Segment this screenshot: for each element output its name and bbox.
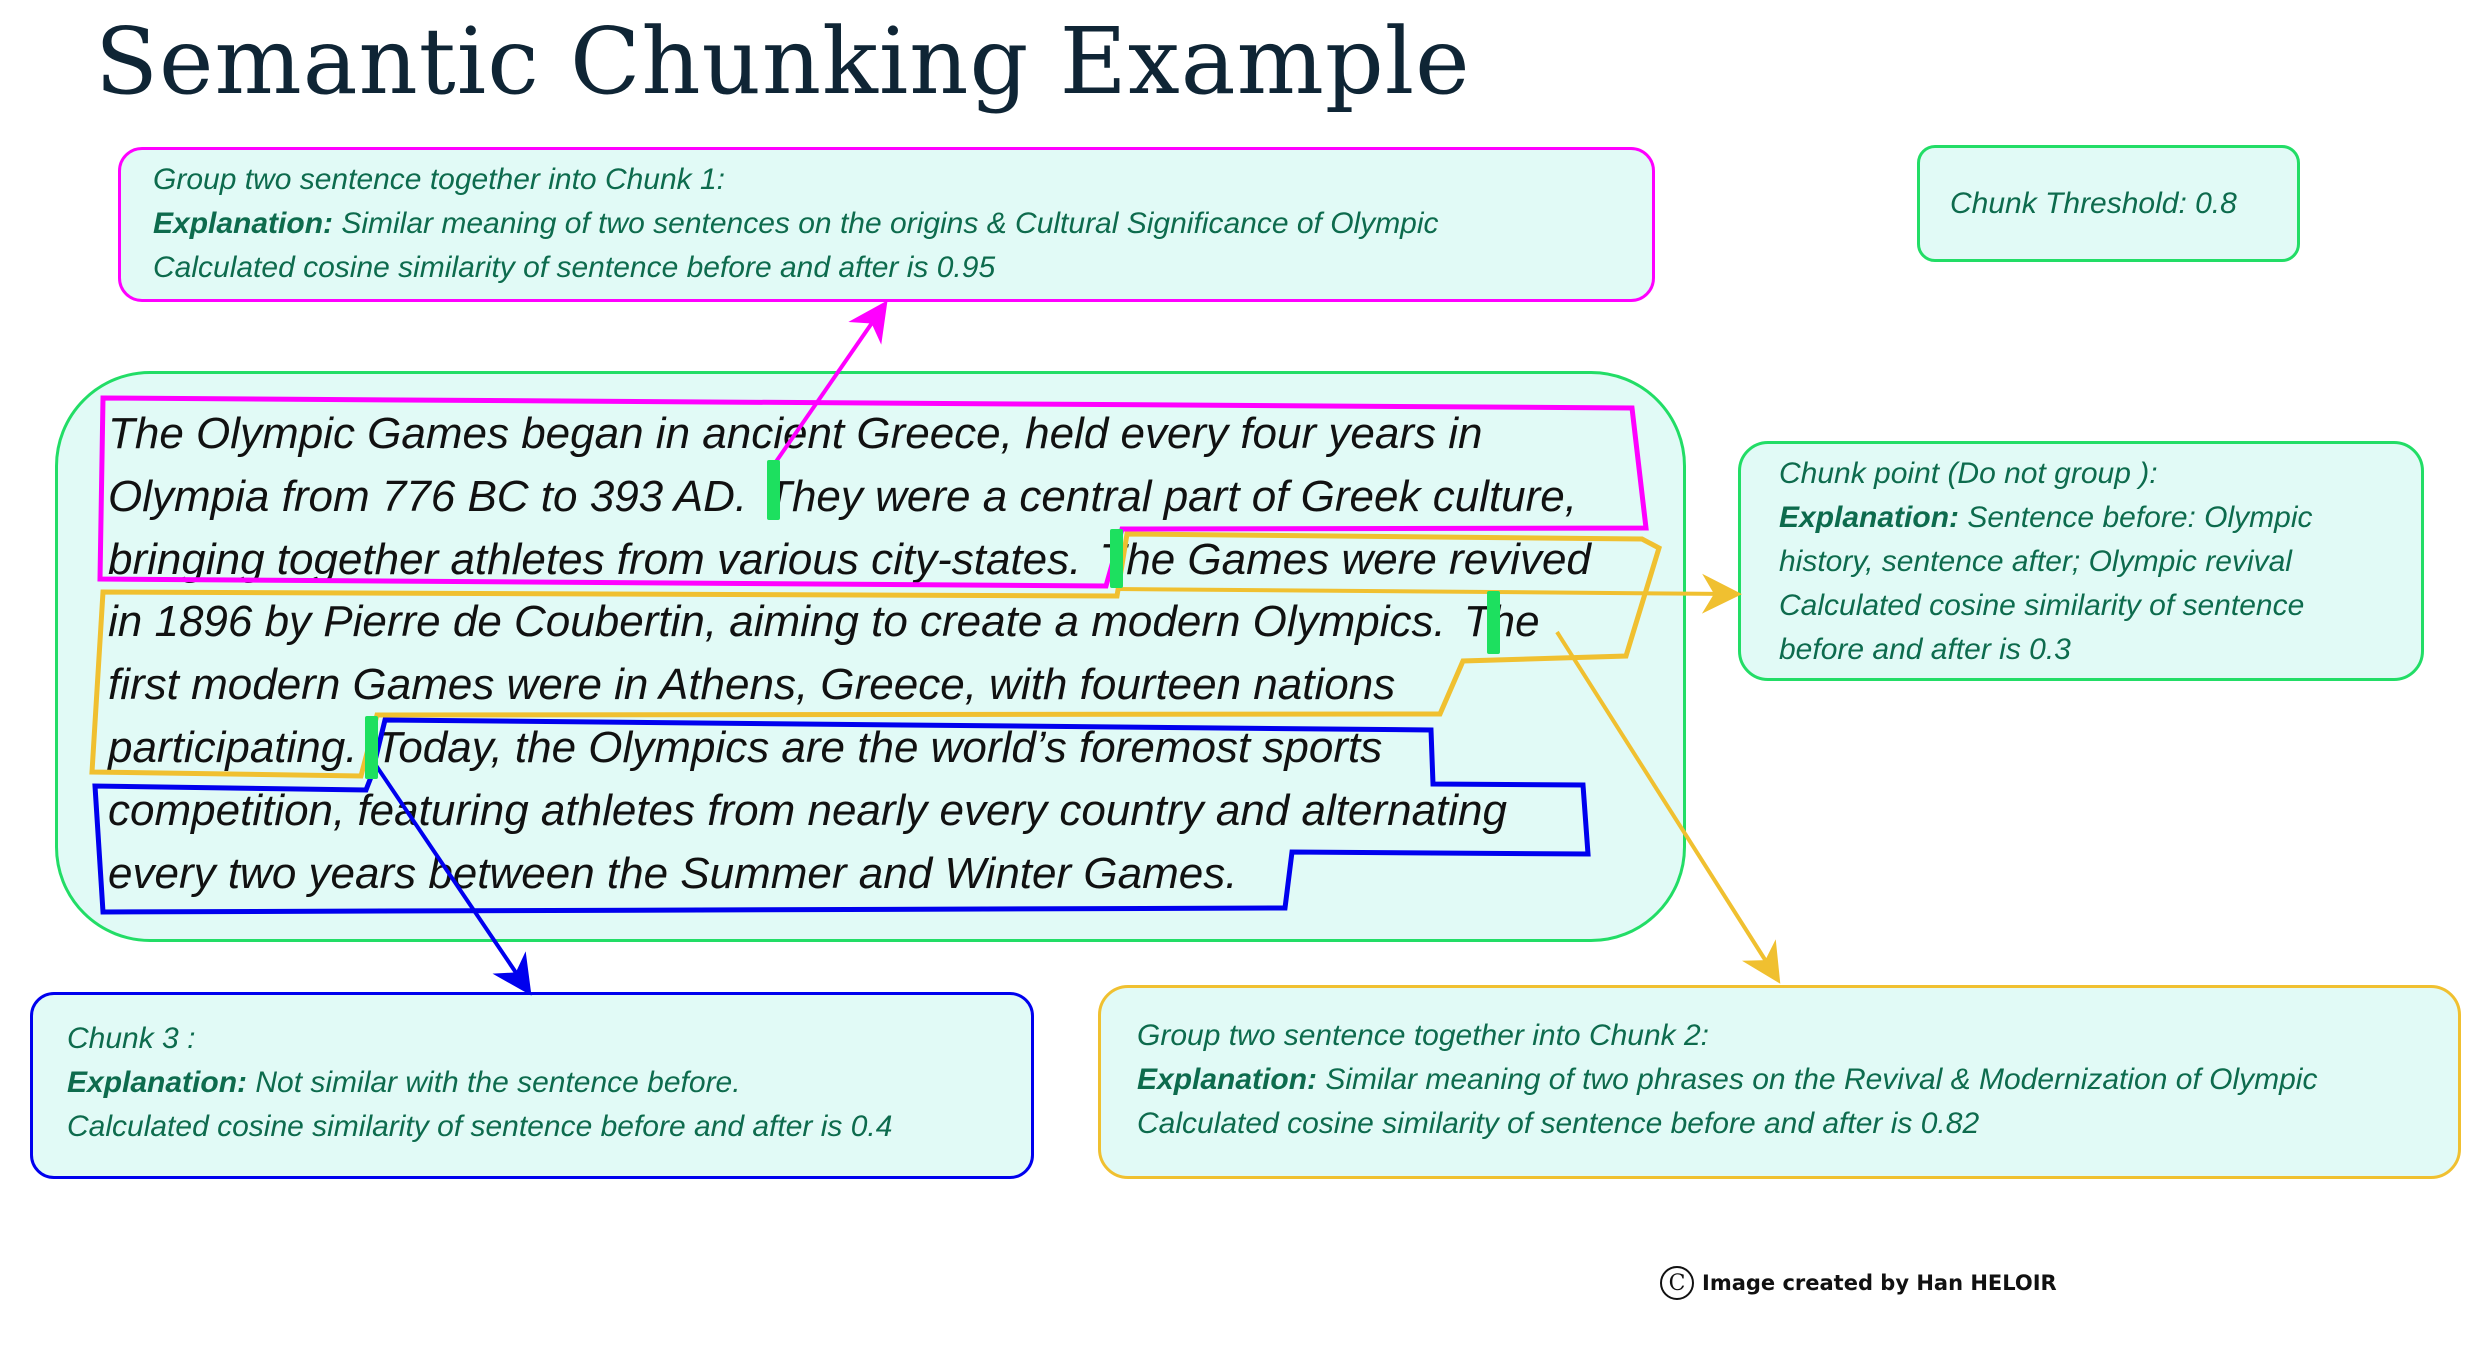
chunk3-explanation: Not similar with the sentence before.: [247, 1066, 741, 1099]
chunk2-outline: [89, 531, 1662, 779]
paragraph-line: bringing together athletes from various …: [108, 528, 1591, 591]
chunk1-similarity: Calculated cosine similarity of sentence…: [153, 251, 996, 284]
chunk1-heading: Group two sentence together into Chunk 1…: [153, 163, 726, 196]
sentence-text: competition, featuring athletes from nea…: [108, 786, 1507, 835]
explanation-label: Explanation:: [67, 1066, 248, 1099]
explanation-label: Explanation:: [1137, 1063, 1318, 1096]
threshold-note: Chunk Threshold: 0.8: [1917, 145, 2300, 262]
credit-footer: C Image created by Han HELOIR: [1660, 1266, 2057, 1300]
sentence-text: in 1896 by Pierre de Coubertin, aiming t…: [108, 597, 1446, 646]
chunk2-explanation: Similar meaning of two phrases on the Re…: [1317, 1063, 2318, 1096]
chunk2-arrow: [1555, 630, 1781, 984]
credit-text: Image created by Han HELOIR: [1702, 1271, 2057, 1295]
chunk-point-explanation: Sentence before: Olympic: [1959, 501, 2313, 534]
sentence-text: bringing together athletes from various …: [108, 535, 1082, 584]
page-title: Semantic Chunking Example: [95, 8, 1471, 115]
chunk2-similarity: Calculated cosine similarity of sentence…: [1137, 1107, 1980, 1140]
chunk-boundary-marker: [767, 460, 780, 520]
chunk-point-explanation-cont: history, sentence after; Olympic revival: [1779, 545, 2292, 578]
chunk1-outline: [97, 395, 1649, 589]
chunk3-arrow: [369, 756, 532, 996]
chunk3-similarity: Calculated cosine similarity of sentence…: [67, 1110, 893, 1143]
paragraph-line: competition, featuring athletes from nea…: [108, 779, 1507, 842]
chunk-boundary-marker: [365, 716, 378, 779]
sentence-text: first modern Games were in Athens, Greec…: [108, 660, 1396, 709]
sentence-text: Today, the Olympics are the world’s fore…: [375, 723, 1383, 772]
sentence-text: The: [1463, 597, 1540, 646]
paragraph-line: every two years between the Summer and W…: [108, 842, 1237, 905]
chunk1-arrow: [771, 300, 888, 468]
paragraph-line: participating. Today, the Olympics are th…: [108, 716, 1382, 779]
paragraph-line: Olympia from 776 BC to 393 AD. They were …: [108, 465, 1577, 528]
chunk-point-arrow: [1115, 573, 1742, 614]
chunk1-explanation: Similar meaning of two sentences on the …: [333, 207, 1439, 240]
sentence-text: They were a central part of Greek cultur…: [765, 472, 1577, 521]
explanation-label: Explanation:: [153, 207, 334, 240]
chunk3-outline: [92, 717, 1591, 915]
threshold-text: Chunk Threshold: 0.8: [1950, 187, 2237, 220]
chunk-point-note: Chunk point (Do not group ): Explanation…: [1738, 441, 2424, 681]
sentence-text: The Games were revived: [1099, 535, 1591, 584]
sentence-text: Olympia from 776 BC to 393 AD.: [108, 472, 748, 521]
sentence-text: participating.: [108, 723, 358, 772]
chunk3-note: Chunk 3 : Explanation: Not similar with …: [30, 992, 1034, 1179]
chunk-point-heading: Chunk point (Do not group ):: [1779, 457, 2158, 490]
chunk-boundary-marker: [1110, 529, 1123, 588]
chunk2-heading: Group two sentence together into Chunk 2…: [1137, 1019, 1710, 1052]
paragraph-box: [55, 371, 1686, 942]
chunk-boundary-marker: [1487, 591, 1500, 654]
explanation-label: Explanation:: [1779, 501, 1960, 534]
paragraph-line: in 1896 by Pierre de Coubertin, aiming t…: [108, 590, 1540, 653]
paragraph-line: first modern Games were in Athens, Greec…: [108, 653, 1395, 716]
sentence-text: every two years between the Summer and W…: [108, 849, 1238, 898]
chunk1-note: Group two sentence together into Chunk 1…: [118, 147, 1655, 302]
chunk3-heading: Chunk 3 :: [67, 1022, 196, 1055]
chunk-point-similarity: Calculated cosine similarity of sentence: [1779, 589, 2305, 622]
chunk2-note: Group two sentence together into Chunk 2…: [1098, 985, 2461, 1179]
chunk-point-similarity-cont: before and after is 0.3: [1779, 633, 2071, 666]
copyright-icon: C: [1660, 1266, 1694, 1300]
